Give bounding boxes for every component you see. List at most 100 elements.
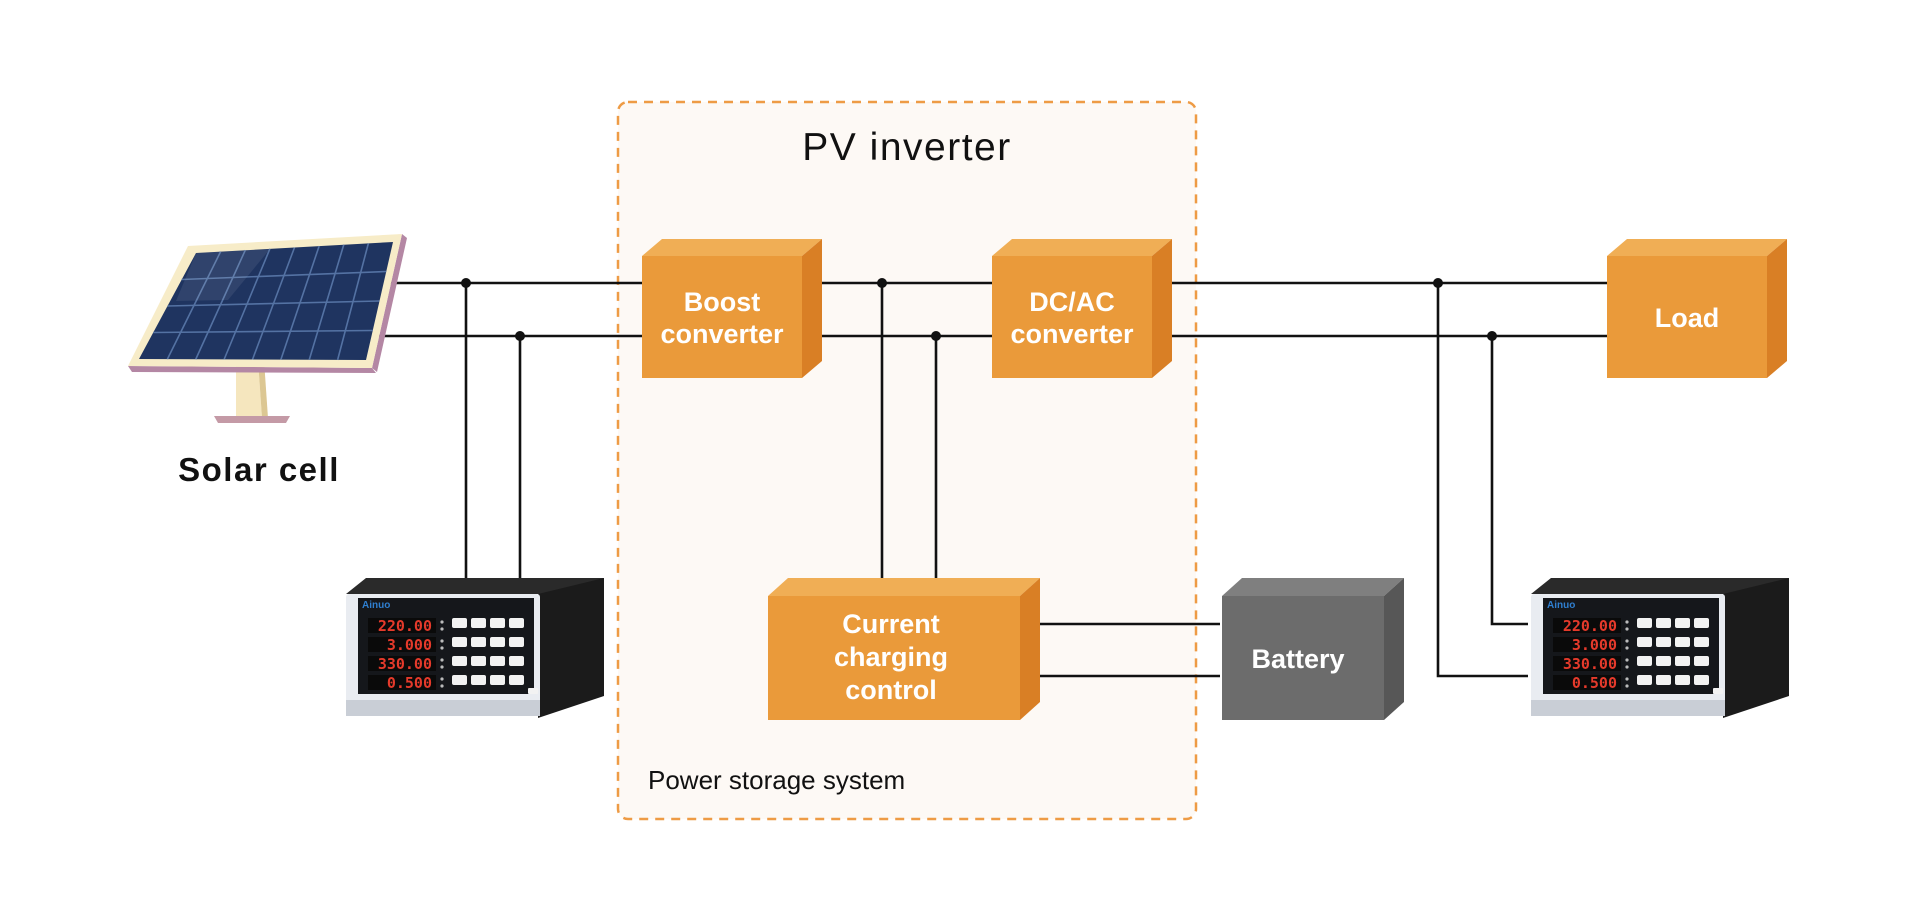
meter-base (346, 700, 540, 716)
junction-dot (877, 278, 887, 288)
meter-button (1637, 618, 1652, 628)
meter-brand: Ainuo (362, 600, 390, 611)
load-block: Load (1607, 239, 1787, 378)
meter-readout (1553, 675, 1621, 690)
wiring (376, 281, 1607, 678)
meter-digits: 220.00 (1563, 617, 1617, 635)
meter-button (471, 618, 486, 628)
meter-button (1675, 618, 1690, 628)
meter-readout (1553, 618, 1621, 633)
charging-control-label-line1: Current (842, 609, 940, 639)
meter-digits: 220.00 (378, 617, 432, 635)
meter-button (490, 675, 505, 685)
meter-button (490, 618, 505, 628)
dcac-converter-front (992, 256, 1152, 378)
meter-button (1656, 637, 1671, 647)
junction-dots (461, 278, 1497, 341)
meter-readout (1553, 656, 1621, 671)
meter-led (440, 646, 444, 650)
meter-button (471, 675, 486, 685)
meter-button (1656, 618, 1671, 628)
solar-panel-edge (372, 234, 407, 372)
meter-button (1675, 656, 1690, 666)
meter-button (1675, 637, 1690, 647)
battery-block: Battery (1222, 578, 1404, 720)
meter-side (538, 578, 604, 718)
boost-converter-front (642, 256, 802, 378)
meter-digits: 0.500 (387, 674, 432, 692)
charging-control-side (1020, 578, 1040, 720)
solar-panel-grid-line (181, 270, 387, 281)
load-side (1767, 239, 1787, 378)
meter-button (490, 637, 505, 647)
meter-led (440, 620, 444, 624)
meter-button (1656, 675, 1671, 685)
meter-button (490, 656, 505, 666)
meter-button (471, 656, 486, 666)
meter-button (509, 656, 524, 666)
meter-led (440, 658, 444, 662)
meter-led (1625, 627, 1629, 631)
junction-dot (515, 331, 525, 341)
meter-brand: Ainuo (1547, 600, 1575, 611)
meter-button (1637, 675, 1652, 685)
solar-panel-base (214, 416, 290, 423)
solar-panel-grid-line (153, 329, 373, 334)
meter-power-switch (1713, 688, 1723, 694)
boost-converter-top (642, 239, 822, 256)
meter-led (440, 684, 444, 688)
battery-top (1222, 578, 1404, 596)
meter-button (1694, 637, 1709, 647)
solar-panel-icon: Solar cell (128, 234, 407, 488)
meter-base (1531, 700, 1725, 716)
meter-led (440, 665, 444, 669)
meter-button (471, 637, 486, 647)
solar-panel-post-shade (258, 360, 268, 418)
solar-panel-grid-line (167, 300, 380, 307)
meter-readout (368, 675, 436, 690)
meter-button (509, 618, 524, 628)
meter-button (1694, 618, 1709, 628)
load-label: Load (1655, 303, 1720, 333)
solar-panel-glare (176, 249, 270, 301)
boost-converter-label-line1: Boost (684, 287, 761, 317)
meter-button (1637, 637, 1652, 647)
solar-cell-label: Solar cell (178, 451, 340, 488)
dcac-converter-label-line1: DC/AC (1029, 287, 1115, 317)
meter-led (1625, 646, 1629, 650)
meter-button (452, 618, 467, 628)
junction-dot (931, 331, 941, 341)
meter-power-switch (528, 688, 538, 694)
meter-led (1625, 665, 1629, 669)
meter-digits: 3.000 (387, 636, 432, 654)
meter-led (1625, 658, 1629, 662)
meter-button (1694, 656, 1709, 666)
meter-button (1637, 656, 1652, 666)
junction-dot (1433, 278, 1443, 288)
dcac-converter-block: DC/AC converter (992, 239, 1172, 378)
meter-button (509, 675, 524, 685)
meter-led (440, 677, 444, 681)
charging-control-block: Current charging control (768, 578, 1040, 720)
pv-inverter-title: PV inverter (802, 126, 1011, 169)
meter-button (1656, 656, 1671, 666)
solar-panel-edge-bottom (128, 366, 376, 373)
battery-side (1384, 578, 1404, 720)
meter-button (452, 656, 467, 666)
meter-led (440, 627, 444, 631)
load-front (1607, 256, 1767, 378)
battery-label: Battery (1251, 644, 1344, 674)
meter-side (1723, 578, 1789, 718)
meter-led (1625, 639, 1629, 643)
boost-converter-block: Boost converter (642, 239, 822, 378)
charging-control-label-line2: charging (834, 642, 948, 672)
meter-readout (1553, 637, 1621, 652)
meter-top (1531, 578, 1789, 594)
meter-button (1675, 675, 1690, 685)
boost-converter-side (802, 239, 822, 378)
meter-readout (368, 656, 436, 671)
charging-control-front (768, 596, 1020, 720)
